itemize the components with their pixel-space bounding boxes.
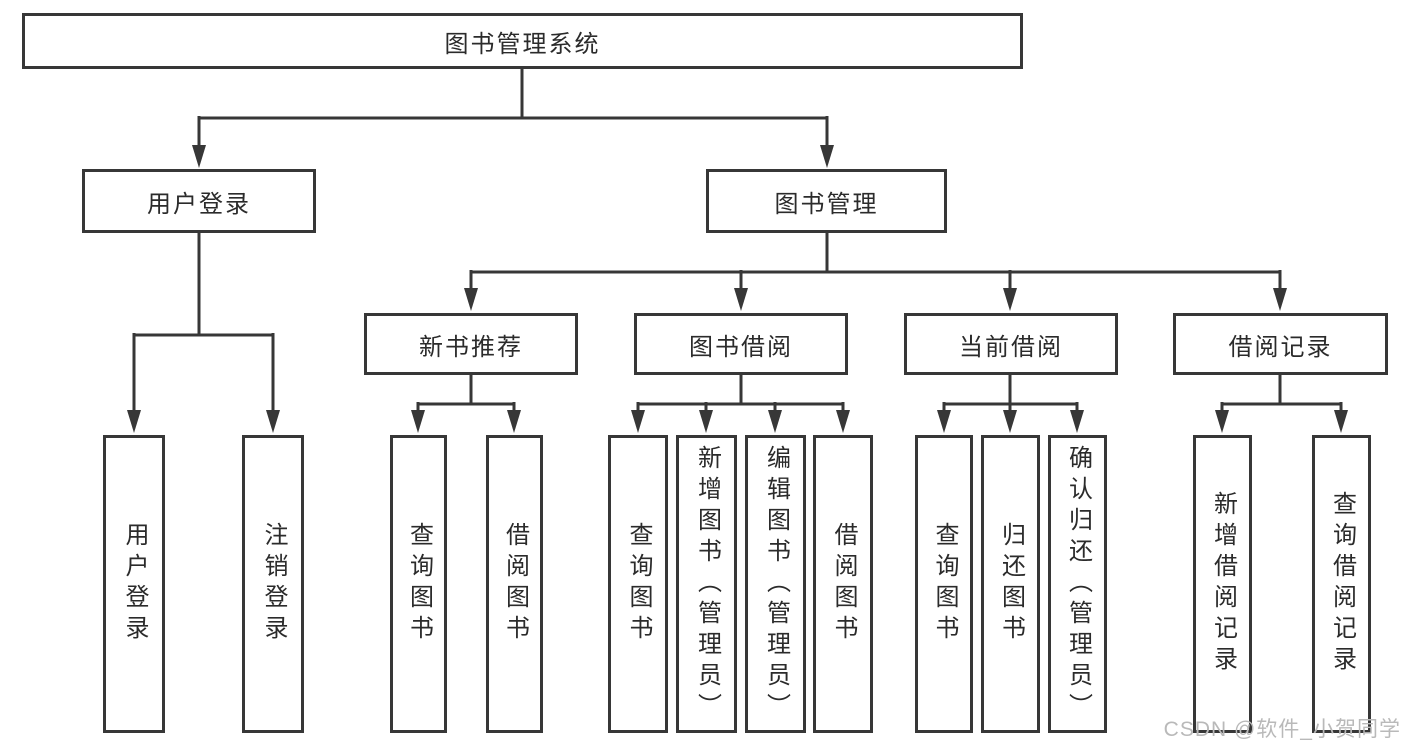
node-label: 新增借阅记录 <box>1209 491 1237 677</box>
arrowhead-icon <box>464 288 478 311</box>
node-book-borrow: 图书借阅 <box>634 313 848 375</box>
node-label: 查询图书 <box>625 522 652 646</box>
node-label: 图书管理系统 <box>444 30 601 58</box>
arrowhead-icon <box>1070 410 1084 433</box>
node-label: 借阅图书 <box>830 522 857 646</box>
node-label: 新书推荐 <box>419 333 523 361</box>
arrowhead-icon <box>1215 410 1229 433</box>
node-label: 用户登录 <box>121 522 148 646</box>
leaf-borrow-books-recommend: 借阅图书 <box>486 435 543 733</box>
node-label: 图书管理 <box>774 190 879 218</box>
leaf-add-borrow-record: 新增借阅记录 <box>1193 435 1252 733</box>
connector-book-management <box>469 232 1282 290</box>
node-new-book-recommend: 新书推荐 <box>364 313 578 375</box>
node-user-login: 用户登录 <box>82 169 316 233</box>
node-label: 注销登录 <box>260 522 287 646</box>
connector-borrow-records <box>1220 374 1343 412</box>
node-current-borrow: 当前借阅 <box>904 313 1118 375</box>
arrowheads <box>127 145 1348 433</box>
node-label: 归还图书 <box>997 522 1025 646</box>
node-label: 新增图书（管理员） <box>693 444 721 724</box>
csdn-watermark: CSDN @软件_小贺同学 <box>1163 718 1401 741</box>
arrowhead-icon <box>768 410 782 433</box>
arrowhead-icon <box>836 410 850 433</box>
leaf-query-books-current: 查询图书 <box>915 435 973 733</box>
arrowhead-icon <box>699 410 713 433</box>
connector-new-book-recommend <box>416 374 516 412</box>
leaf-return-books: 归还图书 <box>981 435 1040 733</box>
arrowhead-icon <box>507 410 521 433</box>
node-label: 借阅图书 <box>501 522 529 646</box>
arrowhead-icon <box>937 410 951 433</box>
node-label: 借阅记录 <box>1228 333 1333 361</box>
arrowhead-icon <box>734 288 748 311</box>
leaf-borrow-books: 借阅图书 <box>813 435 873 733</box>
arrowhead-icon <box>1334 410 1348 433</box>
node-book-management: 图书管理 <box>706 169 947 233</box>
leaf-add-books-admin: 新增图书（管理员） <box>676 435 737 733</box>
connector-root <box>197 69 829 148</box>
leaf-confirm-return-admin: 确认归还（管理员） <box>1048 435 1107 733</box>
node-label: 查询图书 <box>405 522 433 646</box>
arrowhead-icon <box>192 145 206 168</box>
node-label: 确认归还（管理员） <box>1064 444 1092 724</box>
node-label: 当前借阅 <box>959 333 1063 361</box>
node-library-system: 图书管理系统 <box>22 13 1023 69</box>
node-label: 查询图书 <box>931 522 958 646</box>
connector-book-borrow <box>636 374 845 412</box>
arrowhead-icon <box>631 410 645 433</box>
connector-user-login <box>132 232 275 412</box>
arrowhead-icon <box>127 410 141 433</box>
arrowhead-icon <box>1003 410 1017 433</box>
arrowhead-icon <box>820 145 834 168</box>
leaf-query-books-borrow: 查询图书 <box>608 435 668 733</box>
leaf-user-login: 用户登录 <box>103 435 165 733</box>
node-borrow-records: 借阅记录 <box>1173 313 1388 375</box>
connector-current-borrow <box>942 374 1079 412</box>
arrowhead-icon <box>411 410 425 433</box>
leaf-query-books-recommend: 查询图书 <box>390 435 447 733</box>
node-label: 图书借阅 <box>689 333 793 361</box>
leaf-query-borrow-record: 查询借阅记录 <box>1312 435 1371 733</box>
leaf-edit-books-admin: 编辑图书（管理员） <box>745 435 806 733</box>
node-label: 编辑图书（管理员） <box>762 444 790 724</box>
node-label: 查询借阅记录 <box>1328 491 1356 677</box>
arrowhead-icon <box>1003 288 1017 311</box>
arrowhead-icon <box>266 410 280 433</box>
node-label: 用户登录 <box>147 190 251 218</box>
arrowhead-icon <box>1273 288 1287 311</box>
connector-paths <box>132 69 1343 412</box>
leaf-logout: 注销登录 <box>242 435 304 733</box>
